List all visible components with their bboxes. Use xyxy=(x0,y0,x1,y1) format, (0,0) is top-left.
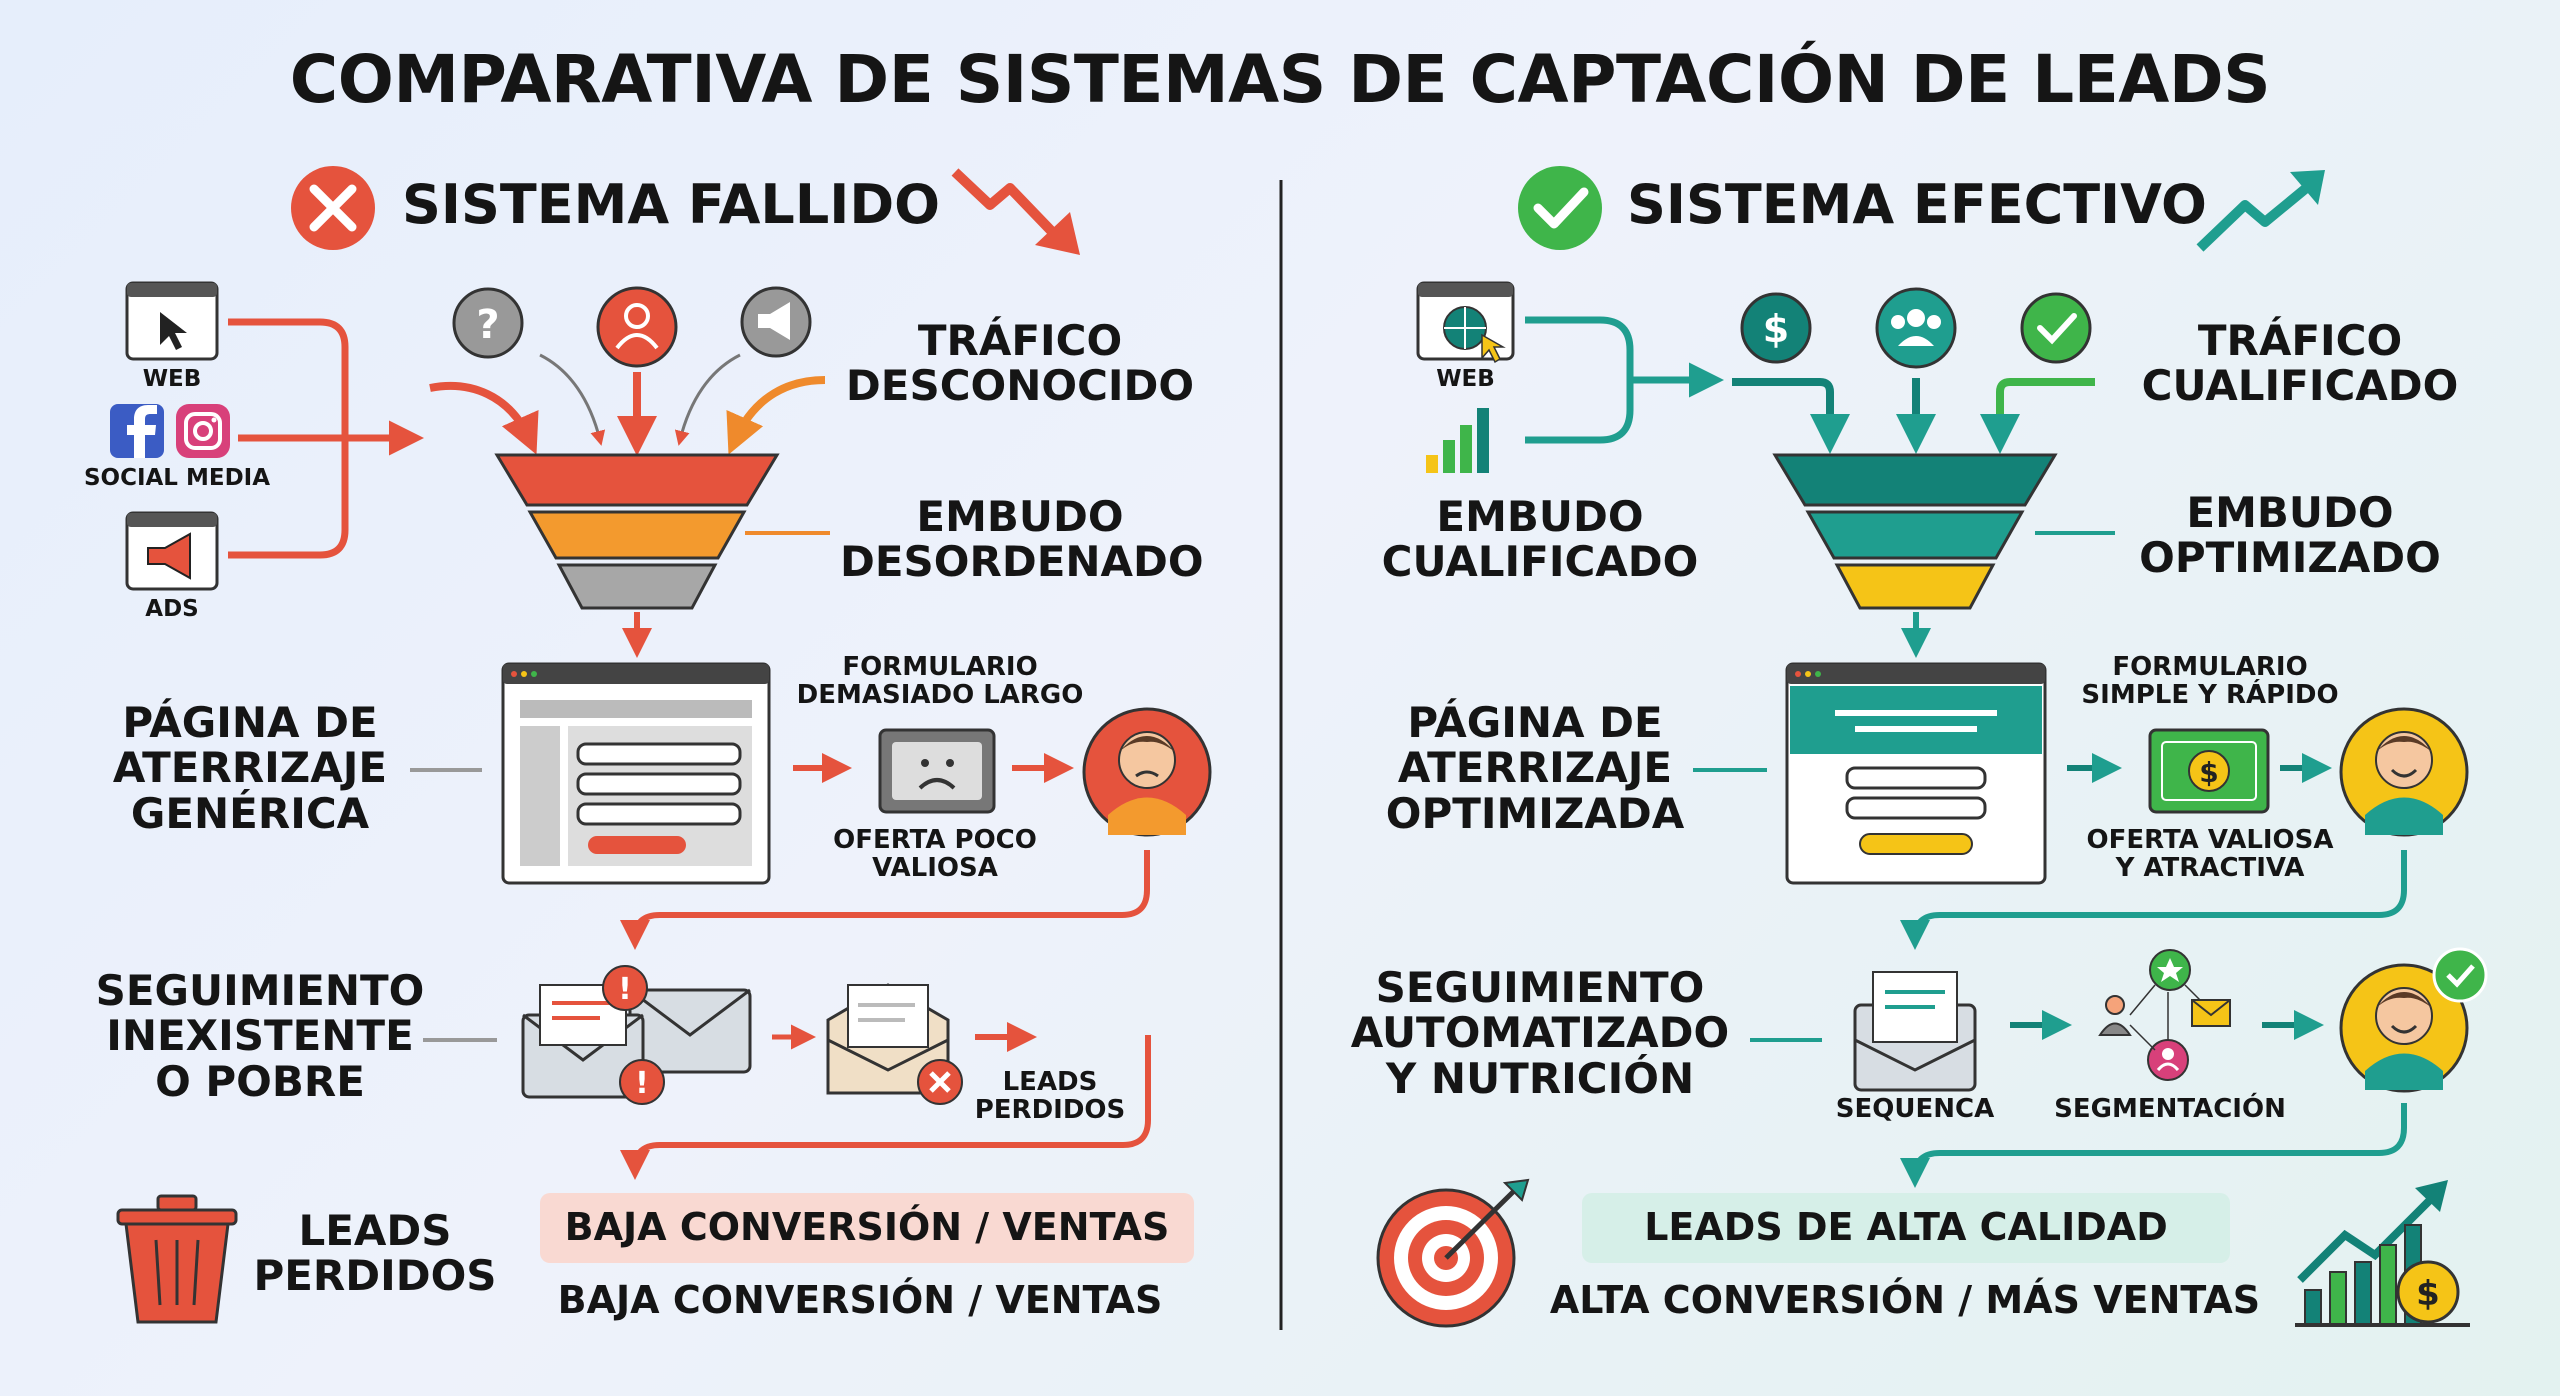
failed-heading: SISTEMA FALLIDO xyxy=(402,173,941,236)
svg-text:!: ! xyxy=(618,972,632,1007)
lost-leads-label: LEADS PERDIDOS xyxy=(253,1206,497,1301)
envelope-alert-icon: ! ! xyxy=(521,965,752,1105)
user-icon xyxy=(596,286,678,368)
globe-browser-icon xyxy=(1416,281,1515,364)
qualified-traffic-label: TRÁFICO CUALIFICADO xyxy=(2141,316,2459,411)
generic-landing-label: PÁGINA DE ATERRIZAJE GENÉRICA xyxy=(112,698,388,838)
low-conversion-banner-bg xyxy=(540,1193,1194,1263)
segmentation-label: SEGMENTACIÓN xyxy=(2054,1094,2286,1124)
check-badge-icon xyxy=(2020,292,2092,364)
high-conversion-result: ALTA CONVERSIÓN / MÁS VENTAS xyxy=(1549,1278,2261,1322)
happy-person-icon xyxy=(2339,707,2469,837)
generic-landing-page xyxy=(501,662,771,885)
sad-person-icon xyxy=(1082,707,1212,837)
trash-icon xyxy=(116,1194,238,1324)
group-icon xyxy=(1875,287,1957,369)
megaphone-circle-icon xyxy=(740,286,812,358)
megaphone-icon xyxy=(125,511,219,591)
simple-form-label: FORMULARIO SIMPLE Y RÁPIDO xyxy=(2081,652,2339,711)
optimized-landing-label: PÁGINA DE ATERRIZAJE OPTIMIZADA xyxy=(1385,698,1685,838)
low-conversion-result: BAJA CONVERSIÓN / VENTAS xyxy=(557,1278,1163,1322)
svg-text:$: $ xyxy=(1763,307,1789,351)
messy-funnel-label: EMBUDO DESORDENADO xyxy=(840,492,1204,587)
svg-text:?: ? xyxy=(476,302,499,348)
svg-text:$: $ xyxy=(2416,1274,2440,1314)
bar-chart-icon xyxy=(1426,408,1489,473)
source-web-label-ok: WEB xyxy=(1436,366,1495,392)
qualified-funnel-label: EMBUDO CUALIFICADO xyxy=(1381,492,1699,587)
trend-down-icon xyxy=(951,168,1080,255)
unknown-traffic-label: TRÁFICO DESCONOCIDO xyxy=(845,316,1195,411)
source-web-label: WEB xyxy=(142,366,202,392)
sad-ticket-icon xyxy=(878,728,996,814)
high-quality-banner: LEADS DE ALTA CALIDAD xyxy=(1644,1205,2168,1249)
money-bill-icon: $ xyxy=(2148,728,2270,814)
open-envelope-x-icon xyxy=(826,983,963,1105)
lost-leads-small-label: LEADS PERDIDOS xyxy=(974,1067,1126,1126)
growth-chart-icon: $ xyxy=(2295,1180,2470,1327)
instagram-icon xyxy=(176,404,230,458)
long-form-label: FORMULARIO DEMASIADO LARGO xyxy=(796,652,1084,711)
funnel-icon xyxy=(494,453,780,610)
x-circle-icon xyxy=(291,166,375,250)
happy-person-check-icon xyxy=(2339,947,2488,1093)
segmentation-icon xyxy=(2098,949,2231,1081)
check-circle-icon xyxy=(1518,166,1602,250)
svg-text:$: $ xyxy=(2199,756,2218,789)
effective-heading: SISTEMA EFECTIVO xyxy=(1627,173,2207,236)
high-quality-banner-bg xyxy=(1582,1193,2230,1263)
envelope-letter-icon xyxy=(1853,971,1977,1092)
question-icon: ? xyxy=(452,287,524,359)
trend-up-icon xyxy=(2196,170,2325,252)
optimized-funnel-icon xyxy=(1772,453,2058,610)
automated-followup-label: SEGUIMIENTO AUTOMATIZADO Y NUTRICIÓN xyxy=(1350,963,1730,1103)
page-title: COMPARATIVA DE SISTEMAS DE CAPTACIÓN DE … xyxy=(289,41,2271,118)
source-social-label: SOCIAL MEDIA xyxy=(83,465,271,491)
weak-offer-label: OFERTA POCO VALIOSA xyxy=(833,825,1037,884)
source-ads-label: ADS xyxy=(145,596,199,622)
browser-cursor-icon xyxy=(125,281,219,361)
valuable-offer-label: OFERTA VALIOSA Y ATRACTIVA xyxy=(2086,825,2334,884)
optimized-funnel-label: EMBUDO OPTIMIZADO xyxy=(2139,488,2441,583)
scattered-arrows xyxy=(429,353,826,456)
dollar-icon: $ xyxy=(1740,292,1812,364)
sequence-label: SEQUENCA xyxy=(1835,1094,1995,1124)
low-conversion-banner: BAJA CONVERSIÓN / VENTAS xyxy=(564,1205,1170,1249)
qualified-arrows xyxy=(1732,378,2095,454)
facebook-icon xyxy=(110,404,164,458)
optimized-landing-page xyxy=(1785,662,2047,885)
poor-followup-label: SEGUIMIENTO INEXISTENTE O POBRE xyxy=(95,966,425,1106)
target-icon xyxy=(1376,1178,1530,1328)
svg-text:!: ! xyxy=(635,1066,649,1101)
